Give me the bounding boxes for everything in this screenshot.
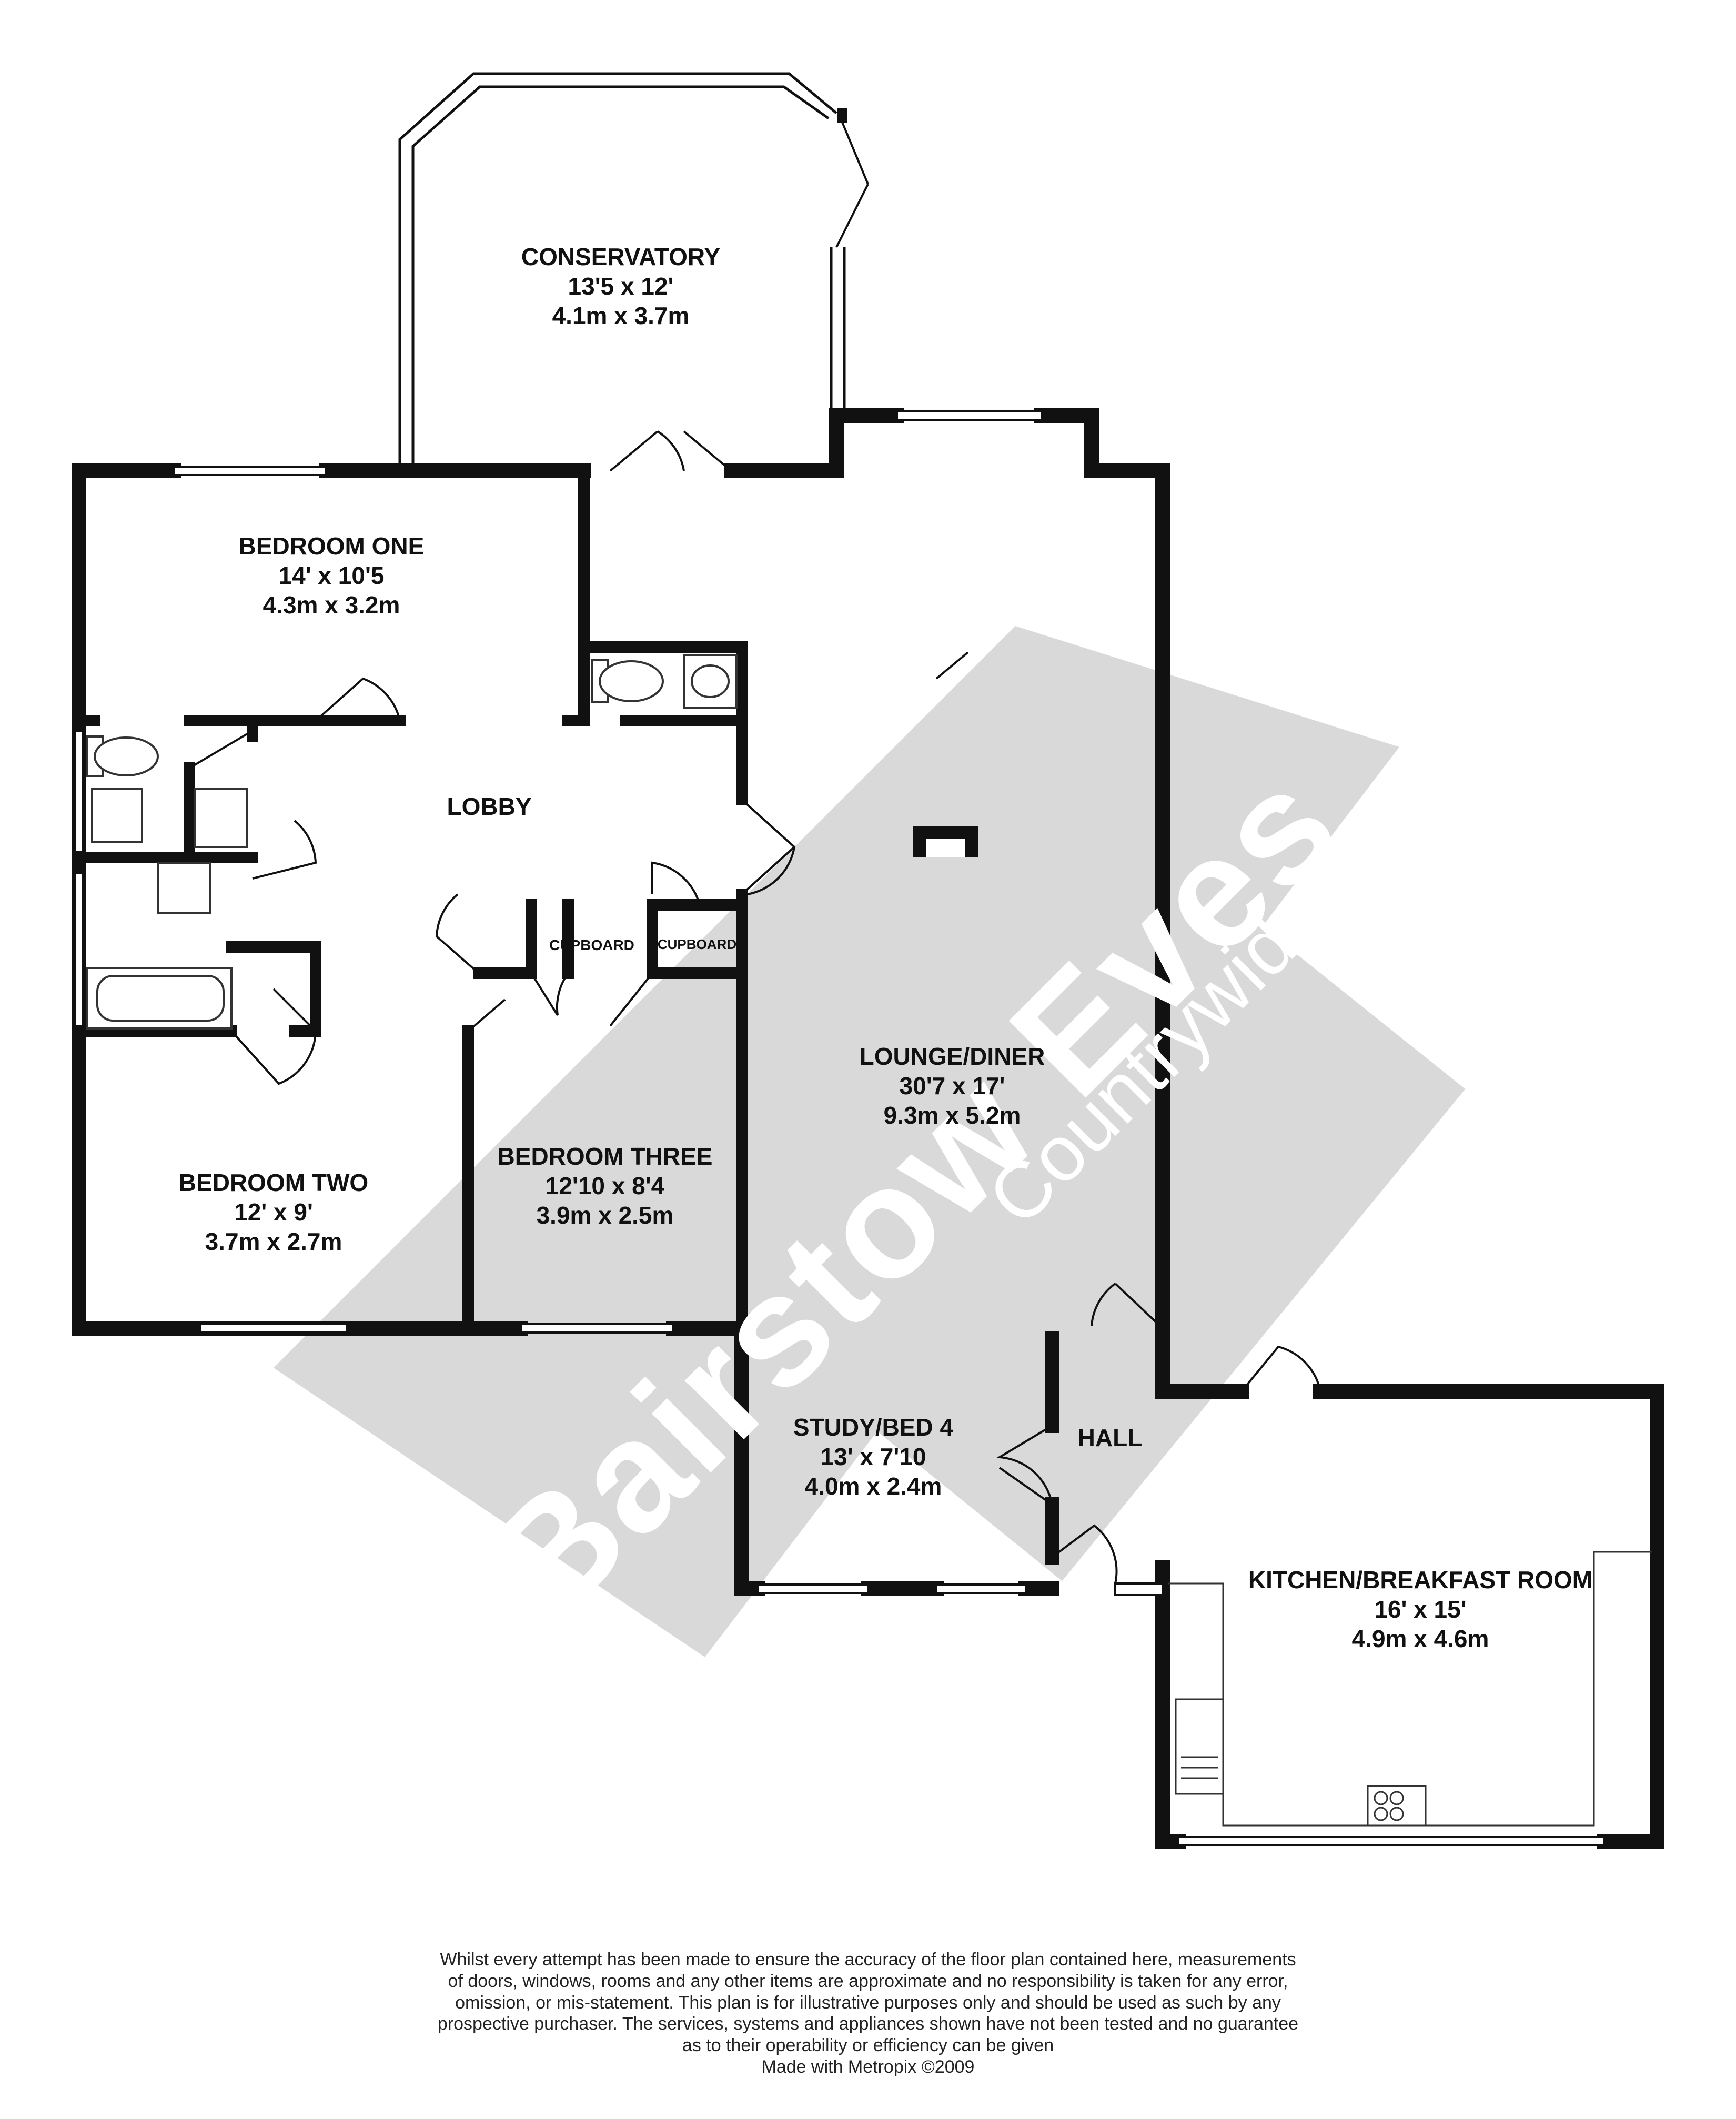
bathroom-basin (157, 862, 211, 914)
room-size-metric: 3.7m x 2.7m (205, 1228, 342, 1256)
disclaimer-line: Made with Metropix ©2009 (761, 2056, 975, 2077)
interior-walls (73, 465, 748, 1334)
room-name: BEDROOM TWO (178, 1169, 369, 1196)
disclaimer-line: omission, or mis-statement. This plan is… (455, 1992, 1281, 2013)
conservatory-post (837, 108, 847, 123)
cupboard-label-1: CUPBOARD (549, 937, 634, 953)
room-label-kitchen: KITCHEN/BREAKFAST ROOM 16' x 15' 4.9m x … (1210, 1565, 1631, 1653)
disclaimer-line: of doors, windows, rooms and any other i… (448, 1971, 1288, 1991)
disclaimer: Whilst every attempt has been made to en… (368, 1949, 1368, 2078)
bathroom-fixtures (86, 654, 738, 1030)
room-size-metric: 4.3m x 3.2m (263, 591, 400, 619)
room-size-imperial: 30'7 x 17' (899, 1072, 1005, 1100)
room-label-conservatory: CONSERVATORY 13'5 x 12' 4.1m x 3.7m (489, 242, 752, 330)
room-name: BEDROOM ONE (238, 532, 425, 560)
room-size-imperial: 13'5 x 12' (568, 273, 674, 300)
kitchen-units (1168, 1551, 1652, 1827)
ensuite-toilet-bowl (599, 660, 664, 702)
room-size-metric: 4.1m x 3.7m (552, 302, 690, 330)
room-size-metric: 3.9m x 2.5m (536, 1202, 674, 1229)
room-label-lobby: LOBBY (410, 792, 568, 821)
room-name: HALL (1077, 1424, 1143, 1451)
shower-tray (194, 788, 248, 848)
disclaimer-line: Whilst every attempt has been made to en… (440, 1950, 1296, 1970)
room-name: LOBBY (447, 793, 532, 820)
room-size-imperial: 13' x 7'10 (820, 1443, 926, 1471)
watermark-band (274, 626, 1399, 1657)
room-label-bedroom-one: BEDROOM ONE 14' x 10'5 4.3m x 3.2m (200, 531, 463, 620)
windows (74, 410, 1606, 1846)
room-name: CONSERVATORY (521, 243, 721, 270)
fireplace (913, 826, 978, 857)
disclaimer-line: prospective purchaser. The services, sys… (437, 2014, 1299, 2034)
wc-toilet-bowl (94, 736, 159, 776)
conservatory-door (835, 120, 869, 248)
conservatory-walls (398, 72, 846, 468)
room-name: BEDROOM THREE (497, 1143, 713, 1170)
room-label-study: STUDY/BED 4 13' x 7'10 4.0m x 2.4m (758, 1412, 989, 1501)
disclaimer-line: as to their operability or efficiency ca… (682, 2035, 1054, 2056)
room-label-lounge-diner: LOUNGE/DINER 30'7 x 17' 9.3m x 5.2m (821, 1042, 1084, 1130)
kitchen-sink (1175, 1698, 1224, 1795)
room-size-imperial: 16' x 15' (1374, 1596, 1467, 1623)
room-size-metric: 4.9m x 4.6m (1351, 1625, 1489, 1653)
room-label-bedroom-three: BEDROOM THREE 12'10 x 8'4 3.9m x 2.5m (458, 1142, 752, 1230)
room-name: LOUNGE/DINER (859, 1043, 1045, 1070)
room-size-metric: 4.0m x 2.4m (804, 1472, 942, 1500)
cupboard-label-2: CUPBOARD (657, 936, 737, 952)
room-size-imperial: 12' x 9' (234, 1198, 313, 1226)
room-label-bedroom-two: BEDROOM TWO 12' x 9' 3.7m x 2.7m (142, 1168, 405, 1256)
room-name: STUDY/BED 4 (793, 1414, 954, 1441)
door-swings (188, 430, 1321, 1584)
room-name: KITCHEN/BREAKFAST ROOM (1248, 1566, 1593, 1593)
wc-basin (91, 788, 143, 843)
room-size-imperial: 12'10 x 8'4 (545, 1172, 665, 1200)
room-size-imperial: 14' x 10'5 (278, 562, 385, 590)
room-size-metric: 9.3m x 5.2m (883, 1102, 1021, 1129)
room-label-hall: HALL (1057, 1423, 1163, 1452)
